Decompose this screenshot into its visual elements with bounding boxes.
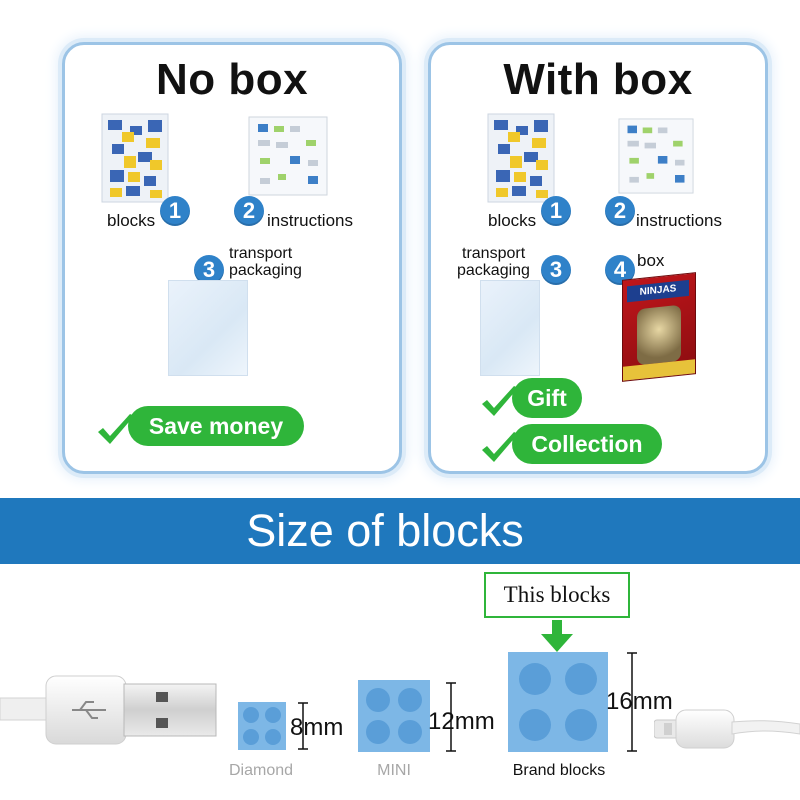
instructions-sheet-image	[248, 116, 328, 196]
this-blocks-callout: This blocks	[484, 572, 630, 618]
blocks-bag-image	[101, 113, 169, 203]
with-box-instructions-label: instructions	[636, 211, 722, 230]
brand-size-marker	[627, 652, 637, 752]
diamond-size-marker	[298, 702, 308, 750]
diamond-caption: Diamond	[228, 762, 294, 779]
no-box-instructions-label: instructions	[267, 211, 353, 230]
benefit-gift: Gift	[512, 378, 582, 418]
mini-size-label: 12mm	[428, 708, 495, 735]
no-box-badge-2: 2	[234, 196, 264, 226]
with-box-panel: With box	[428, 42, 768, 474]
mini-caption: MINI	[377, 762, 411, 779]
mini-brick	[358, 680, 430, 752]
check-icon	[482, 386, 518, 416]
with-box-box-label: box	[637, 251, 665, 270]
with-box-badge-3: 3	[541, 255, 571, 285]
instructions-sheet-image	[618, 118, 694, 194]
transport-packaging-bag-image	[480, 280, 540, 376]
product-box-image: NINJAS	[622, 272, 696, 382]
box-brand-text: NINJAS	[627, 279, 689, 303]
no-box-packaging-label-line1: transport	[229, 245, 293, 262]
brand-brick	[508, 652, 608, 752]
mini-size-marker	[446, 682, 456, 752]
check-icon	[98, 414, 134, 444]
no-box-packaging-label-line2: packaging	[229, 262, 302, 279]
with-box-packaging-label-line2: packaging	[457, 262, 530, 279]
transport-packaging-bag-image	[168, 280, 248, 376]
with-box-packaging-label-line1: transport	[462, 245, 526, 262]
diamond-size-label: 8mm	[290, 714, 344, 741]
usb-cable-image	[0, 675, 217, 745]
with-box-title: With box	[503, 55, 693, 104]
no-box-blocks-label: blocks	[107, 211, 156, 230]
no-box-title: No box	[155, 55, 309, 104]
brand-caption: Brand blocks	[512, 762, 606, 779]
benefit-collection: Collection	[512, 424, 662, 464]
benefit-save-money: Save money	[128, 406, 304, 446]
with-box-badge-1: 1	[541, 196, 571, 226]
diamond-brick	[238, 702, 286, 750]
brand-size-label: 16mm	[606, 688, 673, 715]
blocks-bag-image	[487, 113, 555, 203]
size-banner: Size of blocks	[0, 498, 800, 564]
no-box-badge-1: 1	[160, 196, 190, 226]
size-banner-title: Size of blocks	[246, 505, 524, 556]
with-box-blocks-label: blocks	[488, 211, 537, 230]
lightning-cable-image	[654, 709, 800, 749]
with-box-badge-2: 2	[605, 196, 635, 226]
arrow-down-icon	[541, 620, 573, 652]
check-icon	[482, 432, 518, 462]
